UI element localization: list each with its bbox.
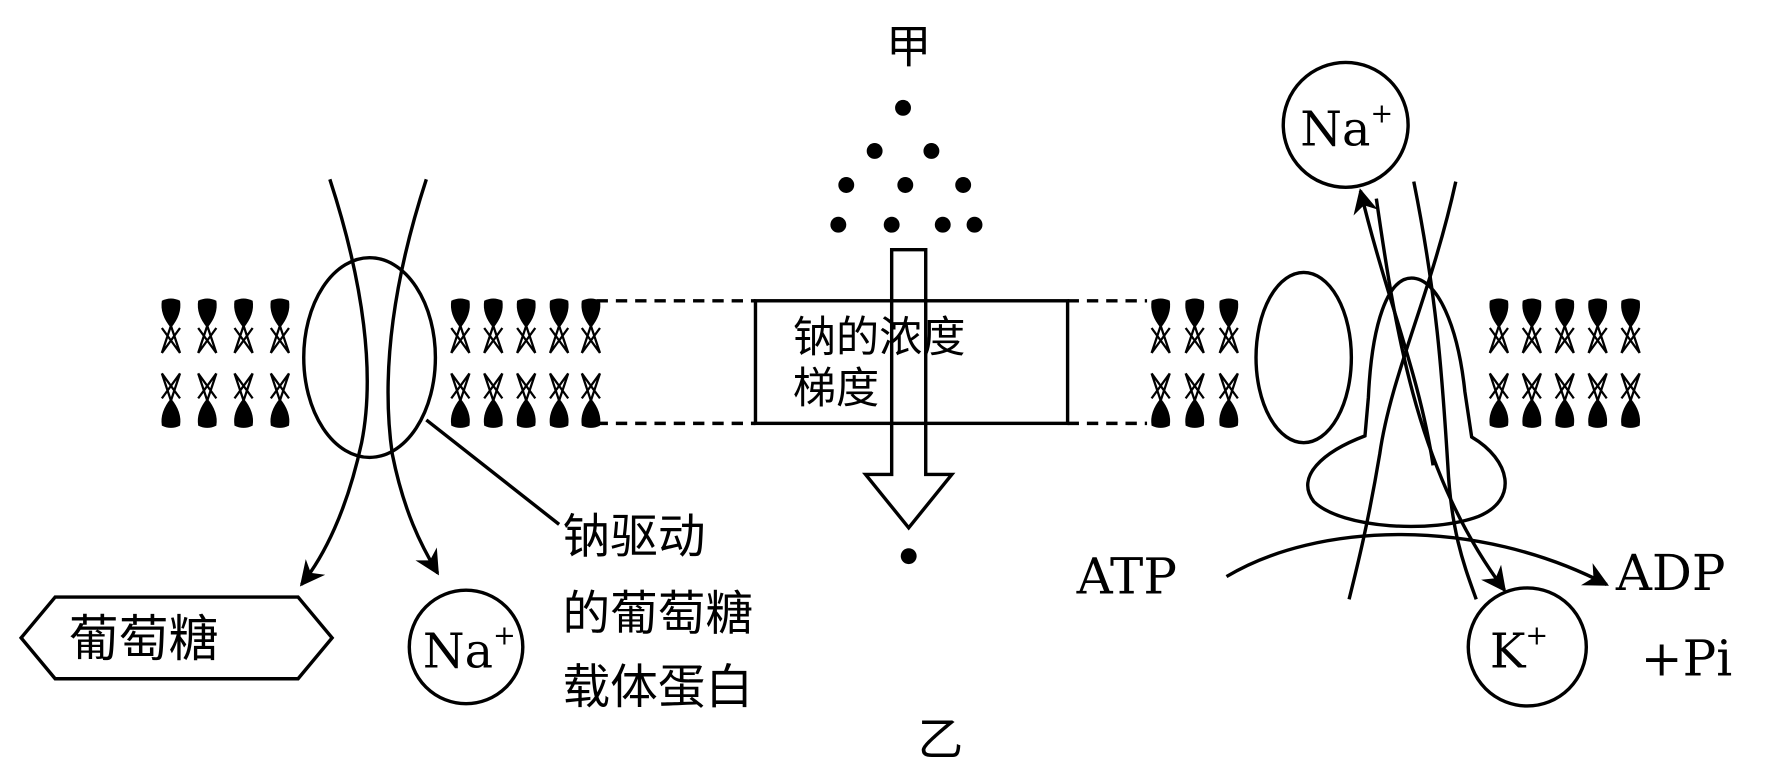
sodium-dot-low <box>900 548 917 565</box>
sodium-dot <box>866 143 883 159</box>
phospholipid <box>548 372 570 428</box>
adp-label: ADP <box>1615 544 1726 602</box>
sodium-ion-circle <box>407 588 525 706</box>
sodium-dot <box>955 177 972 193</box>
phospholipid <box>1620 372 1641 428</box>
gradient-label-line2: 梯度 <box>793 364 879 414</box>
phospholipid <box>1554 372 1575 428</box>
sodium-out-arrow <box>1353 188 1435 466</box>
membrane-dashed-lines <box>596 299 1148 426</box>
pump-membrane-line-left <box>1347 181 1458 600</box>
phospholipid <box>1488 372 1510 428</box>
gradient-label-line1: 钠的浓度 <box>793 313 965 363</box>
phospholipid <box>580 372 602 428</box>
phospholipid <box>450 372 471 428</box>
phospholipid <box>450 298 471 354</box>
phospholipid <box>1488 298 1510 354</box>
phospholipid <box>233 372 254 428</box>
phospholipid <box>197 298 218 354</box>
channel-protein <box>1254 270 1354 445</box>
phospholipid <box>1218 298 1239 354</box>
pump-membrane-line-right <box>1412 181 1478 600</box>
sodium-dot <box>966 216 983 233</box>
sodium-potassium-pump <box>1306 276 1507 529</box>
phospholipid <box>483 372 504 428</box>
glucose-carrier-protein <box>302 255 438 460</box>
phospholipid <box>1184 372 1205 428</box>
phospholipid <box>483 298 504 354</box>
phospholipid <box>548 298 570 354</box>
phospholipid <box>1218 372 1239 428</box>
carrier-pointer-line <box>425 418 561 526</box>
phospholipid <box>269 298 291 354</box>
phospholipid <box>580 298 602 354</box>
phospholipid <box>1620 298 1641 354</box>
sodium-dots <box>830 99 983 233</box>
side-yi-label: 乙 <box>918 713 963 765</box>
carrier-label-line3: 载体蛋白 <box>563 661 754 716</box>
sodium-ion-out-circle <box>1281 60 1410 189</box>
phospholipid <box>516 298 537 354</box>
potassium-ion-circle <box>1466 586 1589 708</box>
pi-label: +Pi <box>1641 629 1732 687</box>
sodium-dot <box>934 216 951 233</box>
glucose-transport-arrow <box>299 178 369 587</box>
phospholipid <box>1554 298 1575 354</box>
gradient-box <box>753 299 1070 426</box>
sodium-dot <box>838 177 855 193</box>
potassium-ion-label: K+ <box>1490 621 1548 680</box>
phospholipid <box>1587 298 1608 354</box>
glucose-label: 葡萄糖 <box>69 610 219 668</box>
sodium-dot <box>923 143 940 159</box>
phospholipid <box>1150 298 1171 354</box>
lipid-bilayer <box>160 298 1641 428</box>
potassium-in-arrow <box>1374 198 1507 593</box>
phospholipid <box>197 372 218 428</box>
sodium-dot <box>897 177 914 193</box>
glucose-hexagon <box>18 595 335 681</box>
sodium-ion-out-label: Na+ <box>1300 99 1393 158</box>
phospholipid <box>269 372 291 428</box>
atp-label: ATP <box>1076 548 1177 606</box>
atp-hydrolysis-arrow <box>1225 532 1609 587</box>
side-jia-label: 甲 <box>886 20 931 73</box>
phospholipid <box>1521 298 1542 354</box>
carrier-label-line1: 钠驱动 <box>563 510 706 565</box>
phospholipid <box>516 372 537 428</box>
sodium-ion-label: Na+ <box>423 621 516 680</box>
carrier-label-line2: 的葡萄糖 <box>563 587 754 642</box>
sodium-dot <box>883 216 900 233</box>
phospholipid <box>1150 372 1171 428</box>
sodium-transport-arrow <box>386 178 440 576</box>
sodium-dot <box>830 216 847 233</box>
phospholipid <box>1184 298 1205 354</box>
phospholipid <box>160 298 182 354</box>
phospholipid <box>233 298 254 354</box>
gradient-arrow <box>862 248 956 531</box>
sodium-dot <box>895 99 911 116</box>
phospholipid <box>1587 372 1608 428</box>
phospholipid <box>160 372 182 428</box>
phospholipid <box>1521 372 1542 428</box>
